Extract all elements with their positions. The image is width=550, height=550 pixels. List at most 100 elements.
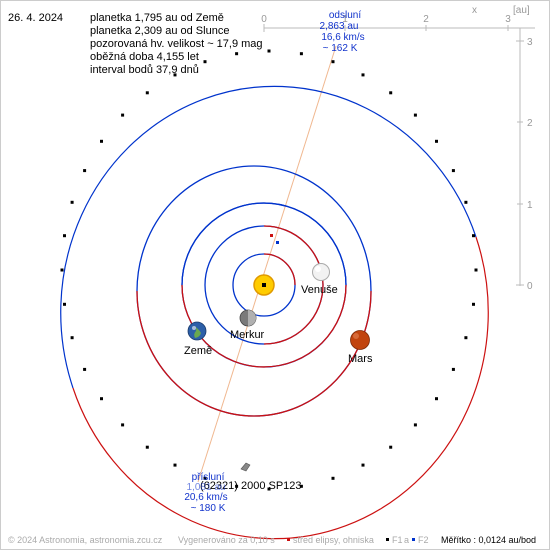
orbit-point [299, 484, 303, 488]
x-tick-label: 0 [261, 14, 267, 25]
orbit-point [70, 200, 74, 204]
top-axis [263, 24, 535, 32]
earth-orbit-lower [181, 284, 347, 368]
orbit-point [472, 302, 475, 306]
f1-legend-marker [386, 538, 389, 541]
mars-icon [350, 330, 370, 350]
y-tick-label: 0 [527, 281, 533, 292]
a-legend-text: a [404, 535, 409, 545]
orbit-point [472, 234, 475, 238]
perihelion-distance: 1,081 au [187, 482, 226, 493]
orbit-point [389, 91, 393, 95]
info-block: planetka 1,795 au od Země planetka 2,309… [90, 12, 263, 77]
x-tick-label: 3 [505, 14, 511, 25]
focus-f1-marker [262, 283, 266, 287]
info-line-distance-earth: planetka 1,795 au od Země [90, 12, 224, 24]
aphelion-label: odsluní [329, 10, 361, 21]
orbit-point [203, 60, 207, 64]
earth-orbit-upper [181, 202, 347, 286]
copyright-text: © 2024 Astronomia, astronomia.zcu.cz [8, 535, 163, 545]
perihelion-speed: 20,6 km/s [184, 492, 227, 503]
x-tick-label: 1 [342, 14, 348, 25]
orbit-point [464, 336, 468, 340]
x-tick-label: 2 [423, 14, 429, 25]
orbit-point [145, 445, 149, 449]
center-legend-marker [287, 538, 290, 541]
orbit-point [235, 484, 239, 488]
perihelion-temperature: ~ 180 K [191, 503, 226, 514]
orbit-point [83, 169, 87, 173]
orbit-point [63, 302, 66, 306]
f2-legend-marker [412, 538, 415, 541]
perihelion-label: přísluní [192, 472, 225, 483]
orbit-point [451, 169, 455, 173]
orbit-point [235, 52, 239, 56]
scale-text: Měřítko : 0,0124 au/bod [441, 535, 536, 545]
aphelion-distance: 2,863 au [320, 21, 359, 32]
venus-icon [312, 263, 330, 281]
info-line-magnitude: pozorovaná hv. velikost ~ 17,9 mag [90, 38, 263, 50]
orbit-point [70, 336, 74, 340]
orbit-point [173, 463, 177, 467]
apsides-line [197, 45, 337, 483]
info-line-interval: interval bodů 37,9 dnů [90, 64, 199, 76]
venus-highlight [315, 266, 321, 272]
orbit-point [331, 60, 335, 64]
orbit-point [267, 49, 271, 53]
orbit-point [83, 367, 87, 371]
y-tick-label: 3 [527, 37, 533, 48]
asteroid-orbit-points [60, 49, 478, 491]
mars-label: Mars [348, 353, 373, 365]
y-tick-label: 1 [527, 200, 533, 211]
asteroid-icon [240, 462, 251, 472]
unit-label: [au] [513, 5, 530, 16]
orbit-point [361, 463, 365, 467]
focus-f2-marker [276, 241, 279, 244]
orbit-point [60, 268, 64, 272]
venus-label: Venuše [301, 284, 338, 296]
info-line-distance-sun: planetka 2,309 au od Slunce [90, 25, 230, 37]
orbit-point [389, 445, 393, 449]
orbit-point [63, 234, 66, 238]
earth-label: Země [184, 345, 212, 357]
earth-cloud [192, 326, 196, 330]
date-text: 26. 4. 2024 [8, 12, 64, 24]
orbit-point [451, 367, 455, 371]
orbit-point [361, 73, 365, 77]
mars-highlight [353, 333, 359, 339]
right-axis [516, 28, 524, 286]
asteroid-orbit-red-arc [72, 236, 489, 540]
aphelion-temperature: ~ 162 K [323, 43, 358, 54]
orbit-point [474, 268, 478, 272]
x-axis-label: x [472, 5, 477, 16]
orbit-point [100, 397, 103, 401]
orbit-point [121, 113, 125, 117]
earth-continent [193, 325, 201, 338]
orbit-point [100, 139, 103, 143]
venus-orbit-right [263, 225, 324, 345]
orbit-point [145, 91, 149, 95]
y-tick-label: 2 [527, 118, 533, 129]
asteroid-orbit-blue-arc [60, 85, 477, 389]
f1-legend-text: F1 [392, 535, 403, 545]
mercury-orbit-arc [263, 253, 296, 286]
orbit-point [203, 476, 207, 480]
ellipse-center-marker [270, 234, 273, 237]
orbit-point [413, 113, 417, 117]
orbit-point [267, 487, 271, 491]
orbit-point [121, 423, 125, 427]
render-time-text: Vygenerováno za 0,10 s [178, 535, 275, 545]
mars-orbit-lower [136, 290, 372, 417]
asteroid-label: (62321) 2000 SP123 [200, 480, 302, 492]
aphelion-speed: 16,6 km/s [321, 32, 364, 43]
orbit-point [173, 73, 177, 77]
mercury-label: Merkur [230, 329, 265, 341]
f2-legend-text: F2 [418, 535, 429, 545]
center-legend-text: střed elipsy, ohniska [293, 535, 374, 545]
mercury-lit-side [248, 310, 256, 326]
orbit-point [435, 139, 438, 143]
footer: © 2024 Astronomia, astronomia.zcu.cz Vyg… [8, 535, 536, 545]
